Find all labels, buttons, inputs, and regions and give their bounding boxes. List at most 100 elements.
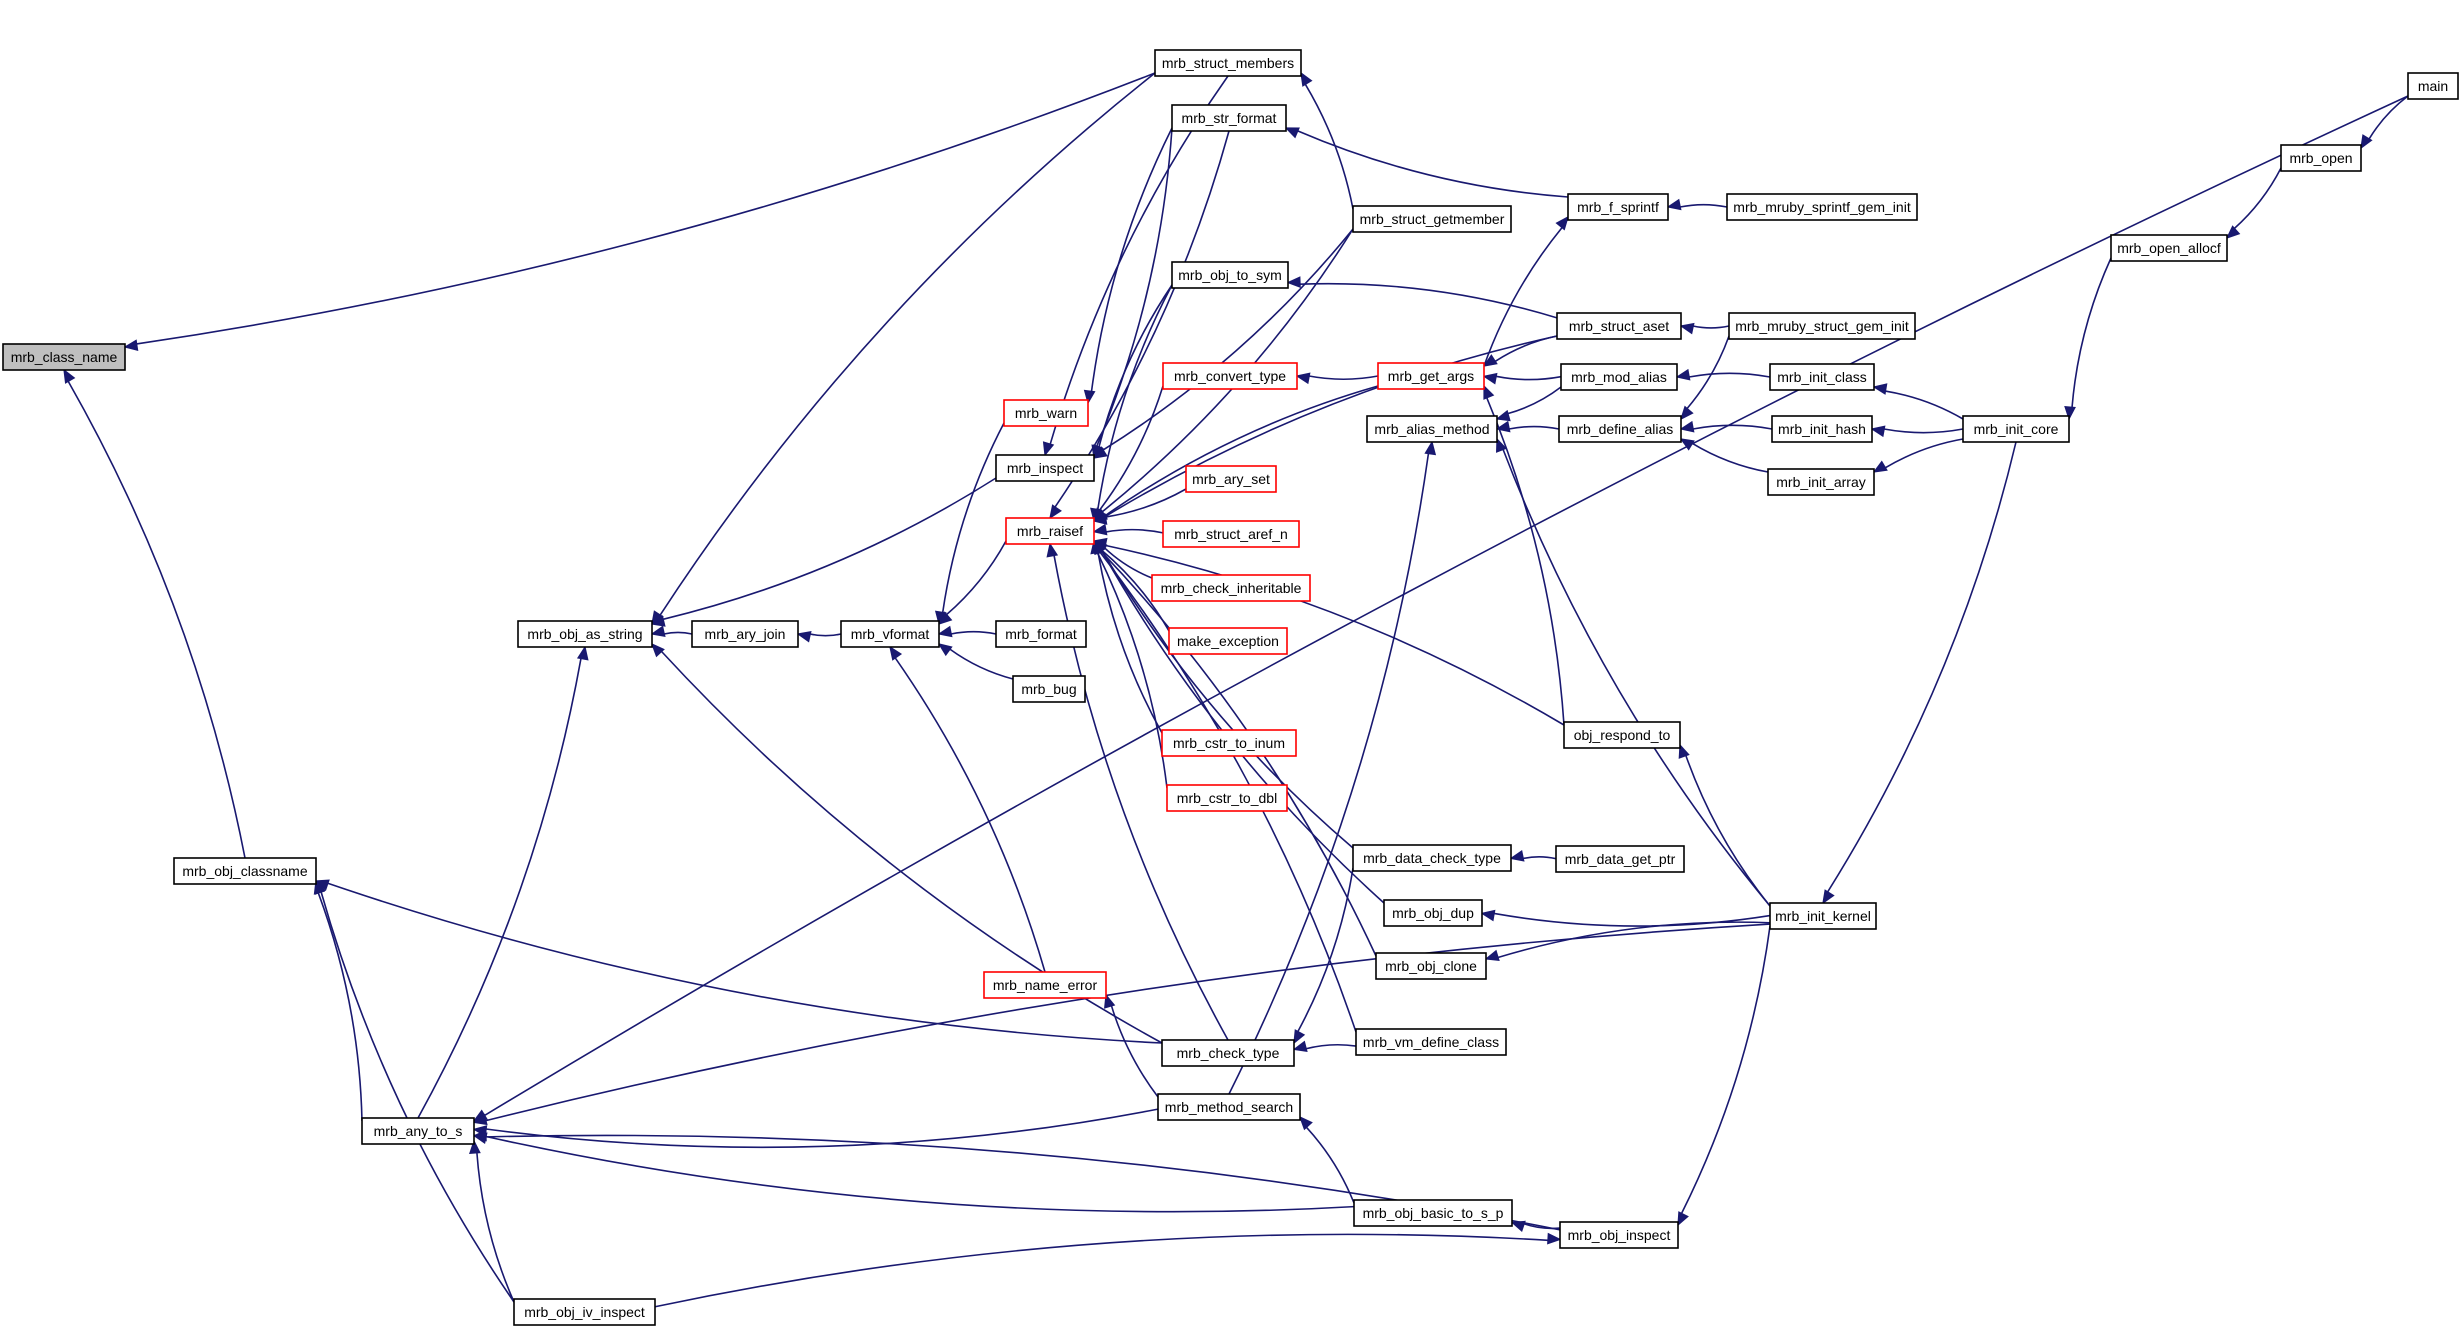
node-box[interactable] (1157, 1093, 1301, 1121)
node-box[interactable] (1185, 465, 1277, 493)
node-box[interactable] (1771, 415, 1873, 443)
node-mrb_inspect[interactable]: mrb_inspect (995, 454, 1095, 482)
node-box[interactable] (1726, 193, 1918, 221)
node-mrb_format[interactable]: mrb_format (995, 620, 1087, 648)
node-mrb_open[interactable]: mrb_open (2280, 144, 2362, 172)
node-obj_respond_to[interactable]: obj_respond_to (1563, 721, 1681, 749)
node-box[interactable] (1366, 415, 1498, 443)
node-mrb_obj_to_sym[interactable]: mrb_obj_to_sym (1171, 261, 1289, 289)
node-box[interactable] (1005, 517, 1095, 545)
node-mrb_init_core[interactable]: mrb_init_core (1962, 415, 2070, 443)
node-mrb_init_kernel[interactable]: mrb_init_kernel (1769, 902, 1877, 930)
node-mrb_init_array[interactable]: mrb_init_array (1767, 468, 1875, 496)
node-box[interactable] (1767, 468, 1875, 496)
node-mrb_method_search[interactable]: mrb_method_search (1157, 1093, 1301, 1121)
node-box[interactable] (1168, 627, 1288, 655)
edge-line (663, 631, 693, 635)
node-mrb_obj_clone[interactable]: mrb_obj_clone (1375, 952, 1487, 980)
node-box[interactable] (361, 1117, 475, 1145)
node-box[interactable] (1171, 261, 1289, 289)
node-mrb_ary_join[interactable]: mrb_ary_join (691, 620, 799, 648)
node-box[interactable] (1962, 415, 2070, 443)
node-mrb_open_allocf[interactable]: mrb_open_allocf (2110, 234, 2228, 262)
node-box[interactable] (1383, 899, 1483, 927)
node-box[interactable] (1555, 845, 1685, 873)
node-mrb_cstr_to_dbl[interactable]: mrb_cstr_to_dbl (1166, 784, 1288, 812)
node-box[interactable] (1012, 675, 1086, 703)
node-box[interactable] (517, 620, 653, 648)
node-mrb_struct_aref_n[interactable]: mrb_struct_aref_n (1162, 520, 1300, 548)
node-box[interactable] (1161, 729, 1297, 757)
node-box[interactable] (2110, 234, 2228, 262)
node-box[interactable] (1151, 574, 1311, 602)
node-mrb_obj_iv_inspect[interactable]: mrb_obj_iv_inspect (513, 1298, 656, 1326)
node-mrb_vm_define_class[interactable]: mrb_vm_define_class (1355, 1028, 1507, 1056)
node-mrb_ary_set[interactable]: mrb_ary_set (1185, 465, 1277, 493)
node-mrb_mruby_sprintf_gem_init[interactable]: mrb_mruby_sprintf_gem_init (1726, 193, 1918, 221)
node-mrb_data_get_ptr[interactable]: mrb_data_get_ptr (1555, 845, 1685, 873)
node-mrb_vformat[interactable]: mrb_vformat (840, 620, 940, 648)
node-box[interactable] (1161, 1039, 1295, 1067)
node-mrb_mruby_struct_gem_init[interactable]: mrb_mruby_struct_gem_init (1728, 312, 1916, 340)
node-box[interactable] (1353, 1199, 1513, 1227)
node-box[interactable] (1162, 520, 1300, 548)
node-mrb_obj_dup[interactable]: mrb_obj_dup (1383, 899, 1483, 927)
node-box[interactable] (1154, 49, 1302, 77)
node-box[interactable] (983, 971, 1107, 999)
node-mrb_init_class[interactable]: mrb_init_class (1769, 363, 1875, 391)
node-box[interactable] (840, 620, 940, 648)
node-mrb_raisef[interactable]: mrb_raisef (1005, 517, 1095, 545)
node-box[interactable] (1769, 902, 1877, 930)
node-box[interactable] (1567, 193, 1669, 221)
node-mrb_name_error[interactable]: mrb_name_error (983, 971, 1107, 999)
node-mrb_data_check_type[interactable]: mrb_data_check_type (1352, 844, 1512, 872)
node-mrb_obj_basic_to_s_p[interactable]: mrb_obj_basic_to_s_p (1353, 1199, 1513, 1227)
node-box[interactable] (995, 620, 1087, 648)
node-box[interactable] (1171, 104, 1287, 132)
node-mrb_struct_members[interactable]: mrb_struct_members (1154, 49, 1302, 77)
node-box[interactable] (1355, 1028, 1507, 1056)
node-main[interactable]: main (2407, 72, 2459, 100)
node-mrb_struct_getmember[interactable]: mrb_struct_getmember (1352, 205, 1512, 233)
node-box[interactable] (1728, 312, 1916, 340)
node-make_exception[interactable]: make_exception (1168, 627, 1288, 655)
node-mrb_define_alias[interactable]: mrb_define_alias (1558, 415, 1682, 443)
node-mrb_f_sprintf[interactable]: mrb_f_sprintf (1567, 193, 1669, 221)
node-box[interactable] (1560, 363, 1678, 391)
node-box[interactable] (1377, 362, 1485, 390)
node-mrb_convert_type[interactable]: mrb_convert_type (1162, 362, 1298, 390)
node-mrb_check_inheritable[interactable]: mrb_check_inheritable (1151, 574, 1311, 602)
node-box[interactable] (513, 1298, 656, 1326)
node-box[interactable] (1769, 363, 1875, 391)
node-mrb_any_to_s[interactable]: mrb_any_to_s (361, 1117, 475, 1145)
edge-mrb_struct_getmember-to-mrb_struct_members (1300, 71, 1354, 210)
node-mrb_obj_inspect[interactable]: mrb_obj_inspect (1559, 1221, 1679, 1249)
node-mrb_warn[interactable]: mrb_warn (1003, 399, 1089, 427)
node-mrb_alias_method[interactable]: mrb_alias_method (1366, 415, 1498, 443)
node-box[interactable] (1556, 312, 1682, 340)
node-mrb_init_hash[interactable]: mrb_init_hash (1771, 415, 1873, 443)
node-mrb_check_type[interactable]: mrb_check_type (1161, 1039, 1295, 1067)
node-mrb_bug[interactable]: mrb_bug (1012, 675, 1086, 703)
node-box[interactable] (1003, 399, 1089, 427)
node-box[interactable] (173, 857, 317, 885)
node-box[interactable] (2280, 144, 2362, 172)
node-box[interactable] (1375, 952, 1487, 980)
node-box[interactable] (1558, 415, 1682, 443)
node-mrb_get_args[interactable]: mrb_get_args (1377, 362, 1485, 390)
node-box[interactable] (691, 620, 799, 648)
node-mrb_cstr_to_inum[interactable]: mrb_cstr_to_inum (1161, 729, 1297, 757)
node-box[interactable] (2407, 72, 2459, 100)
node-box[interactable] (1559, 1221, 1679, 1249)
node-mrb_str_format[interactable]: mrb_str_format (1171, 104, 1287, 132)
node-mrb_struct_aset[interactable]: mrb_struct_aset (1556, 312, 1682, 340)
node-box[interactable] (1166, 784, 1288, 812)
node-mrb_obj_classname[interactable]: mrb_obj_classname (173, 857, 317, 885)
node-box[interactable] (1352, 844, 1512, 872)
node-mrb_mod_alias[interactable]: mrb_mod_alias (1560, 363, 1678, 391)
node-box[interactable] (1563, 721, 1681, 749)
node-box[interactable] (1162, 362, 1298, 390)
node-box[interactable] (995, 454, 1095, 482)
node-box[interactable] (1352, 205, 1512, 233)
node-mrb_obj_as_string[interactable]: mrb_obj_as_string (517, 620, 653, 648)
